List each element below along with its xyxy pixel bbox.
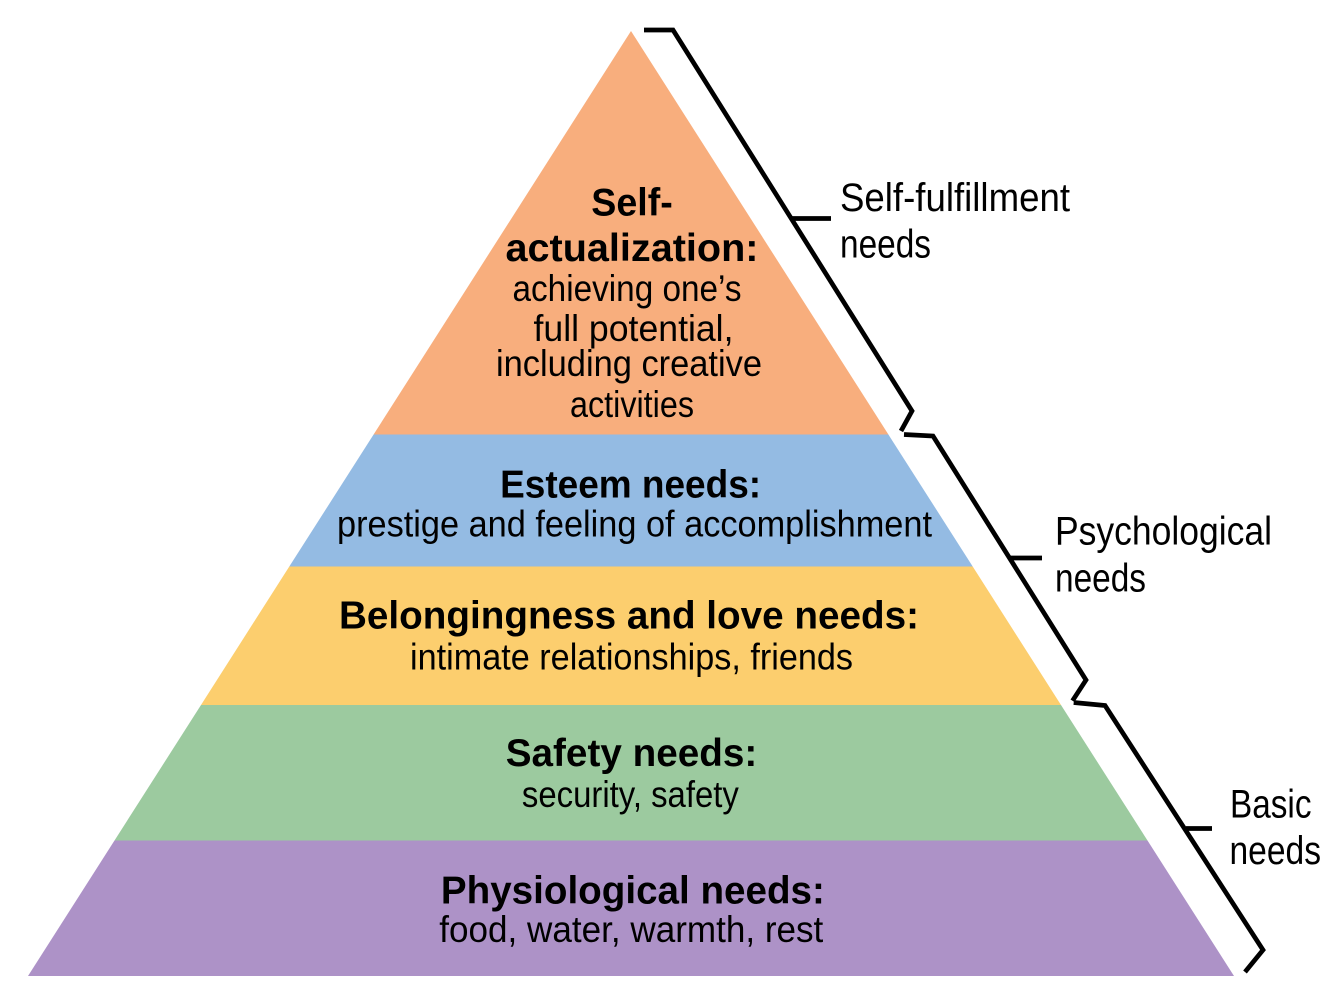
svg-text:needs: needs (1055, 556, 1146, 600)
svg-text:food, water, warmth, rest: food, water, warmth, rest (439, 909, 824, 950)
svg-text:needs: needs (1230, 829, 1322, 873)
svg-text:actualization:: actualization: (506, 227, 759, 270)
svg-text:Safety needs:: Safety needs: (506, 732, 758, 775)
svg-text:Self-: Self- (591, 181, 673, 224)
svg-text:Esteem needs:: Esteem needs: (500, 464, 761, 507)
svg-text:Basic: Basic (1230, 783, 1312, 827)
svg-text:including creative: including creative (496, 343, 762, 384)
svg-text:Belongingness and love needs:: Belongingness and love needs: (339, 595, 919, 638)
svg-text:activities: activities (570, 384, 694, 425)
svg-text:achieving one’s: achieving one’s (513, 268, 742, 309)
svg-text:full potential,: full potential, (534, 308, 734, 349)
svg-text:intimate relationships, friend: intimate relationships, friends (410, 637, 853, 678)
svg-text:Self-fulfillment: Self-fulfillment (840, 176, 1070, 220)
svg-text:security, safety: security, safety (522, 774, 739, 815)
svg-text:needs: needs (840, 223, 931, 267)
svg-text:prestige and feeling of accomp: prestige and feeling of accomplishment (337, 504, 933, 545)
svg-text:Psychological: Psychological (1055, 510, 1272, 554)
svg-text:Physiological needs:: Physiological needs: (441, 870, 825, 913)
